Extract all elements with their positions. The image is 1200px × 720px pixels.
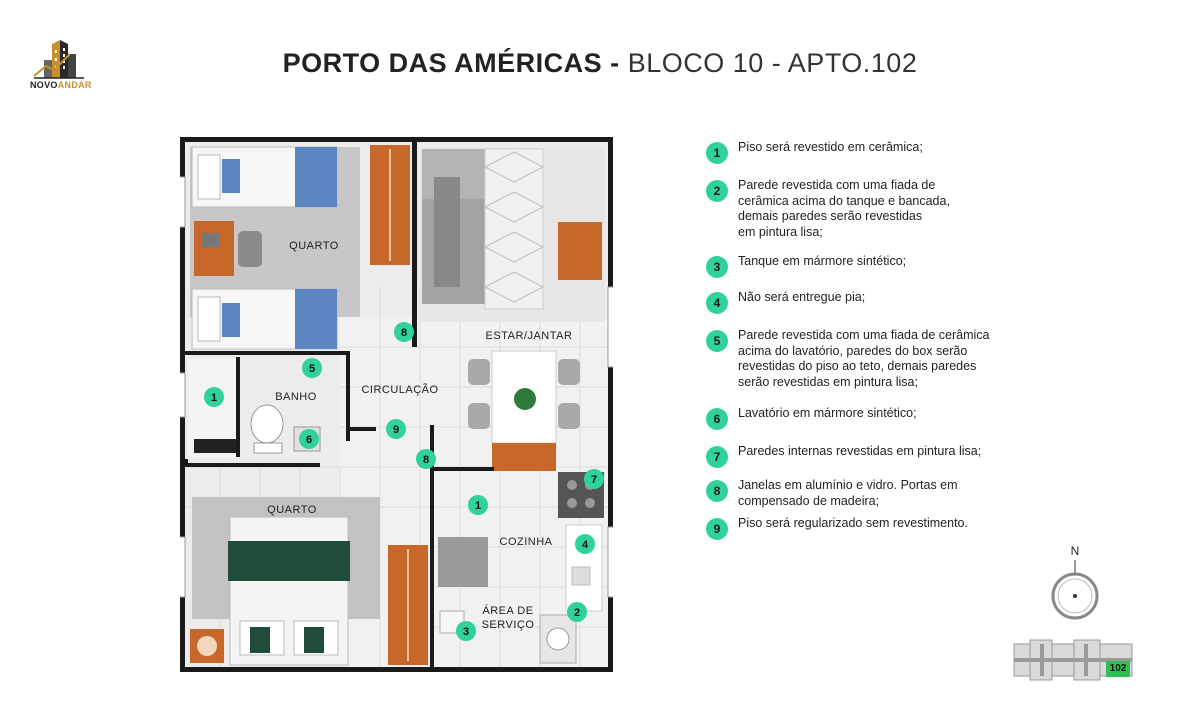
page-title: PORTO DAS AMÉRICAS - BLOCO 10 - APTO.102 xyxy=(0,48,1200,79)
kitchen-fixtures xyxy=(438,472,604,664)
bed-top xyxy=(191,146,338,208)
unit-highlight-badge: 102 xyxy=(1106,661,1130,677)
wardrobe-top xyxy=(370,145,410,265)
marker-6: 6 xyxy=(299,429,319,449)
legend-number: 3 xyxy=(706,256,728,278)
legend-text: Tanque em mármore sintético; xyxy=(738,254,907,268)
room-label-quarto-bottom: QUARTO xyxy=(267,504,317,516)
floor-plan-drawing: QUARTO BANHO CIRCULAÇÃO ESTAR/JANTAR QUA… xyxy=(178,137,615,672)
marker-1a-label: 1 xyxy=(211,392,217,404)
rug-living xyxy=(483,148,545,310)
compass-icon xyxy=(1051,560,1099,620)
wardrobe-bottom xyxy=(388,545,428,665)
building-logo-icon xyxy=(33,40,84,79)
marker-8b: 8 xyxy=(416,449,436,469)
bottom-nightstand xyxy=(190,629,224,663)
room-label-estar-jantar: ESTAR/JANTAR xyxy=(486,330,573,342)
legend-text: Não será entregue pia; xyxy=(738,290,866,304)
floor-plan: QUARTO BANHO CIRCULAÇÃO ESTAR/JANTAR QUA… xyxy=(178,137,615,672)
room-label-cozinha: COZINHA xyxy=(500,536,553,548)
dining-table xyxy=(468,350,580,471)
legend-text: Parede revestida com uma fiada de cerâmi… xyxy=(738,328,990,389)
marker-8a: 8 xyxy=(394,322,414,342)
novoandar-logo: NOVOANDAR xyxy=(30,40,92,92)
marker-7: 7 xyxy=(584,469,604,489)
compass-north-label: N xyxy=(1070,544,1080,558)
marker-1b-label: 1 xyxy=(475,500,481,512)
legend-text: Lavatório em mármore sintético; xyxy=(738,406,917,420)
marker-5: 5 xyxy=(302,358,322,378)
title-light: BLOCO 10 - APTO.102 xyxy=(627,48,918,78)
legend-number: 2 xyxy=(706,180,728,202)
marker-2: 2 xyxy=(567,602,587,622)
tv-rack xyxy=(558,222,602,280)
bed-middle xyxy=(191,288,338,350)
marker-3: 3 xyxy=(456,621,476,641)
room-label-circulacao: CIRCULAÇÃO xyxy=(361,383,438,396)
legend-text: Paredes internas revestidas em pintura l… xyxy=(738,444,982,458)
marker-3-label: 3 xyxy=(463,626,469,638)
north-compass: N xyxy=(1049,544,1101,624)
logo-text-andar: ANDAR xyxy=(57,80,92,90)
marker-5-label: 5 xyxy=(309,363,315,375)
room-label-servico: SERVIÇO xyxy=(482,619,535,631)
marker-9: 9 xyxy=(386,419,406,439)
legend-number: 1 xyxy=(706,142,728,164)
marker-7-label: 7 xyxy=(591,474,597,486)
marker-6-label: 6 xyxy=(306,434,312,446)
marker-4: 4 xyxy=(575,534,595,554)
marker-8a-label: 8 xyxy=(401,327,407,339)
logo-wordmark: NOVOANDAR xyxy=(30,80,92,90)
bed-bottom xyxy=(228,516,350,666)
legend-number: 4 xyxy=(706,292,728,314)
desk xyxy=(194,221,262,276)
marker-1a: 1 xyxy=(204,387,224,407)
logo-text-novo: NOVO xyxy=(30,80,58,90)
legend-text: Piso será revestido em cerâmica; xyxy=(738,140,923,154)
legend-number: 6 xyxy=(706,408,728,430)
marker-1b: 1 xyxy=(468,495,488,515)
room-label-banho: BANHO xyxy=(275,391,317,403)
marker-4-label: 4 xyxy=(582,539,589,551)
marker-9-label: 9 xyxy=(393,424,399,436)
title-bold: PORTO DAS AMÉRICAS - xyxy=(282,48,620,78)
legend-number: 9 xyxy=(706,518,728,540)
legend-text: Piso será regularizado sem revestimento. xyxy=(738,516,968,530)
legend-number: 5 xyxy=(706,330,728,352)
marker-8b-label: 8 xyxy=(423,454,429,466)
room-label-area-de: ÁREA DE xyxy=(482,604,533,617)
marker-2-label: 2 xyxy=(574,607,580,619)
legend-number: 8 xyxy=(706,480,728,502)
room-label-quarto-top: QUARTO xyxy=(289,240,339,252)
legend-number: 7 xyxy=(706,446,728,468)
